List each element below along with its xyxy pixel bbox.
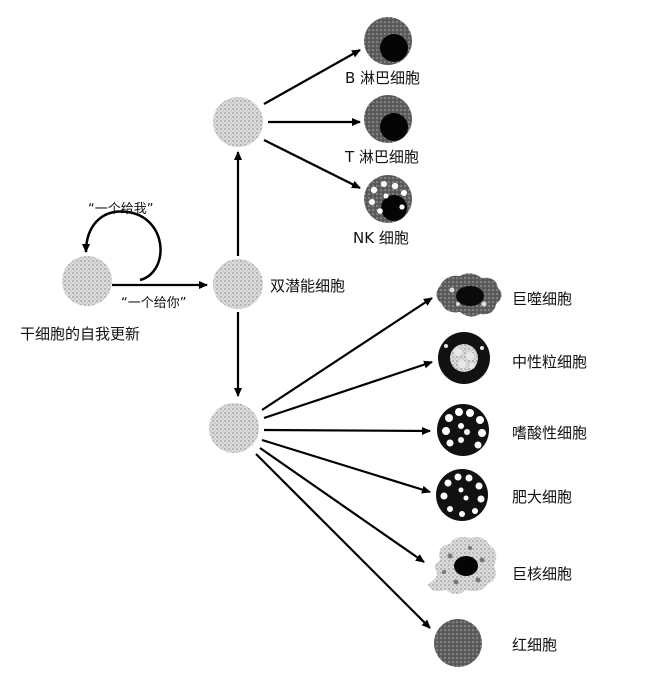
- mast-cell-label: 肥大细胞: [512, 488, 573, 506]
- arrow-to-eosinophil: [263, 426, 431, 435]
- mast-cell: [436, 469, 488, 521]
- arrow-to-macrophage: [261, 297, 433, 411]
- myeloid-progenitor-cell: [209, 403, 259, 453]
- t-cell-label: T 淋巴细胞: [345, 148, 419, 166]
- give-me-label: “一个给我”: [88, 202, 154, 217]
- arrow-to-nk-cell: [263, 139, 361, 189]
- eosinophil-label: 嗜酸性细胞: [512, 424, 588, 442]
- lymphoid-progenitor-cell: [213, 97, 263, 147]
- erythrocyte-label: 红细胞: [512, 636, 558, 654]
- stem-cell-label: 干细胞的自我更新: [20, 325, 141, 343]
- megakaryocyte-cell: [428, 536, 497, 594]
- t-cell: [364, 95, 412, 143]
- nk-cell: [364, 175, 412, 223]
- arrow-to-b-cell: [263, 49, 361, 105]
- eosinophil-cell: [437, 404, 489, 456]
- self-renewal-loop-arrow: [82, 210, 162, 282]
- megakaryocyte-label: 巨核细胞: [512, 565, 573, 583]
- neutrophil-label: 中性粒细胞: [512, 353, 588, 371]
- nk-cell-label: NK 细胞: [353, 229, 409, 247]
- stem-cell: [62, 256, 112, 306]
- arrow-to-neutrophil: [263, 360, 433, 420]
- macrophage-label: 巨噬细胞: [512, 290, 573, 308]
- b-cell-label: B 淋巴细胞: [345, 69, 421, 87]
- b-cell: [364, 17, 412, 65]
- neutrophil-cell: [438, 332, 490, 384]
- arrow-to-mast-cell: [261, 438, 431, 494]
- bipotent-cell-label: 双潜能细胞: [270, 277, 346, 295]
- arrow-to-erythrocyte: [255, 453, 431, 629]
- arrow-to-megakaryocyte: [259, 447, 425, 563]
- give-you-label: “一个给你”: [121, 296, 187, 311]
- bipotent-cell: [213, 259, 263, 309]
- erythrocyte-cell: [434, 619, 482, 667]
- macrophage-cell: [436, 273, 502, 317]
